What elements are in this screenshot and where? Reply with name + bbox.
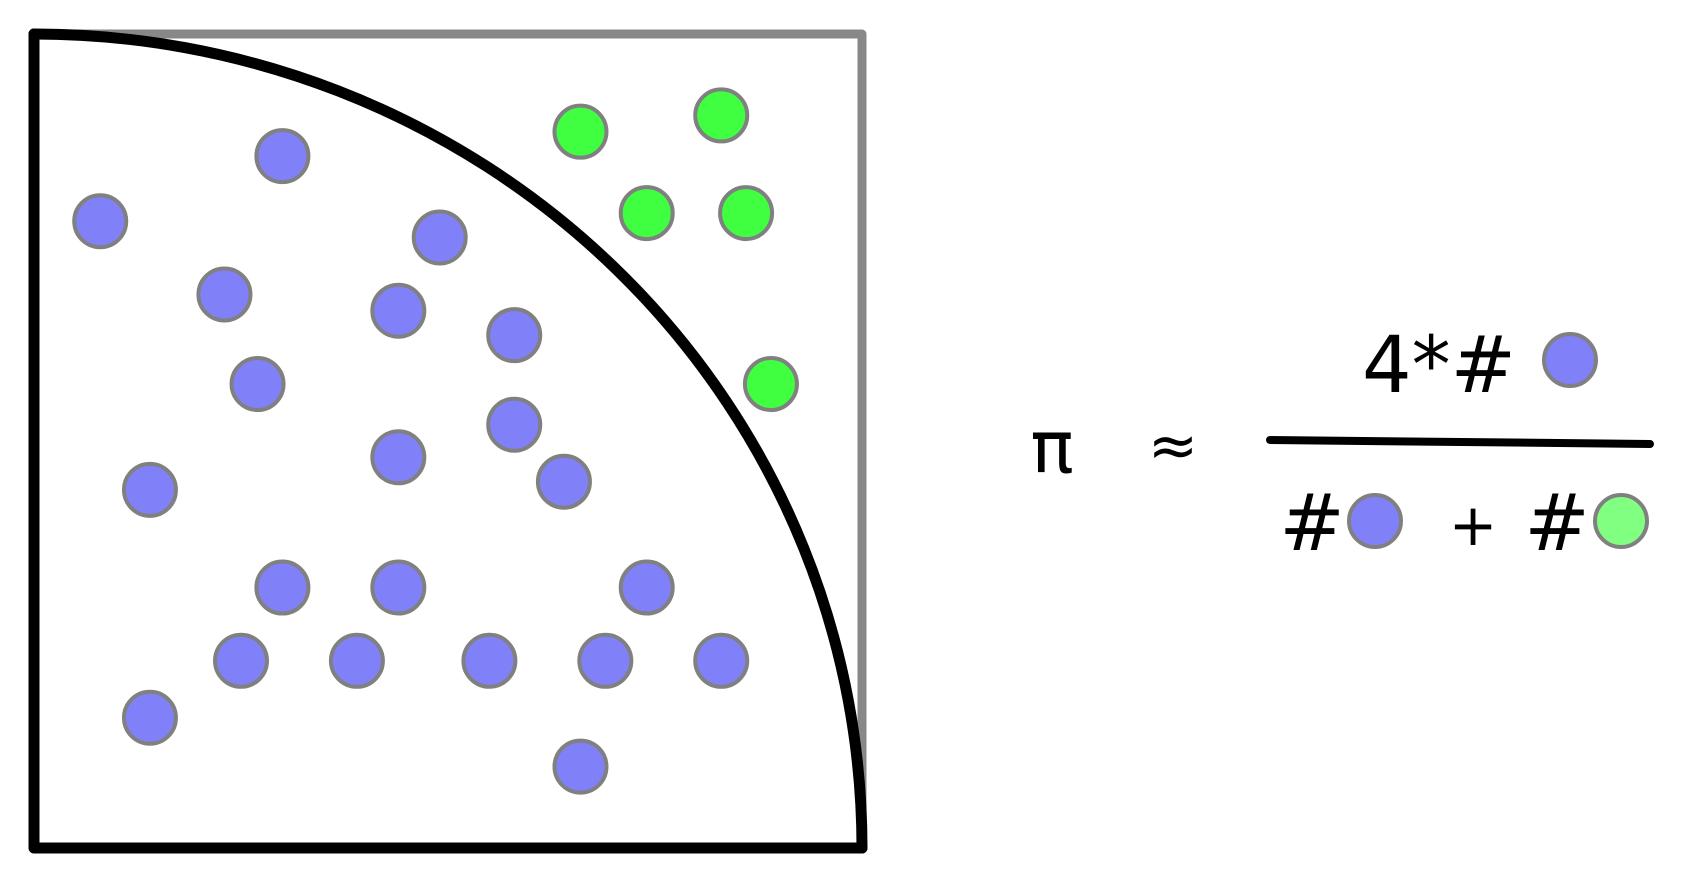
inside-point	[693, 632, 750, 689]
inside-point	[370, 429, 427, 486]
inside-point	[328, 632, 385, 689]
inside-points	[72, 128, 750, 795]
inside-point	[486, 307, 543, 364]
inside-point	[196, 266, 253, 323]
denominator-outside-dot	[1593, 493, 1649, 549]
plus-symbol: +	[1449, 491, 1498, 559]
inside-point	[577, 632, 634, 689]
inside-point	[535, 453, 592, 510]
pi-formula: π ≈ 4*# # + #	[1030, 321, 1654, 569]
approx-symbol: ≈	[1148, 411, 1198, 481]
inside-point	[254, 128, 311, 185]
inside-point	[618, 559, 675, 616]
outside-point	[693, 87, 750, 144]
square-top-right-edge	[29, 29, 867, 853]
inside-point	[370, 282, 427, 339]
inside-point	[552, 738, 609, 795]
outside-point	[552, 103, 609, 160]
inside-point	[411, 209, 468, 266]
outside-point	[742, 356, 799, 413]
inside-point	[486, 396, 543, 453]
denominator-inside-dot	[1347, 493, 1403, 549]
denominator-hash-1: #	[1279, 479, 1344, 569]
inside-point	[213, 632, 269, 689]
inside-point	[121, 689, 178, 746]
outside-point	[718, 185, 775, 242]
inside-point	[461, 632, 518, 689]
outside-points	[552, 87, 799, 413]
inside-point	[254, 559, 311, 616]
denominator-hash-2: #	[1524, 479, 1589, 569]
numerator-inside-dot	[1542, 332, 1598, 388]
fraction-bar	[1266, 436, 1654, 448]
unit-square	[28, 28, 868, 854]
outside-point	[618, 185, 675, 242]
square-left-bottom-edge	[28, 28, 868, 854]
pi-symbol: π	[1030, 405, 1073, 489]
inside-point	[121, 461, 178, 518]
inside-point	[229, 356, 286, 413]
numerator-text: 4*#	[1362, 321, 1516, 411]
quarter-circle-arc	[28, 28, 868, 854]
inside-point	[370, 559, 427, 616]
inside-point	[72, 193, 129, 250]
